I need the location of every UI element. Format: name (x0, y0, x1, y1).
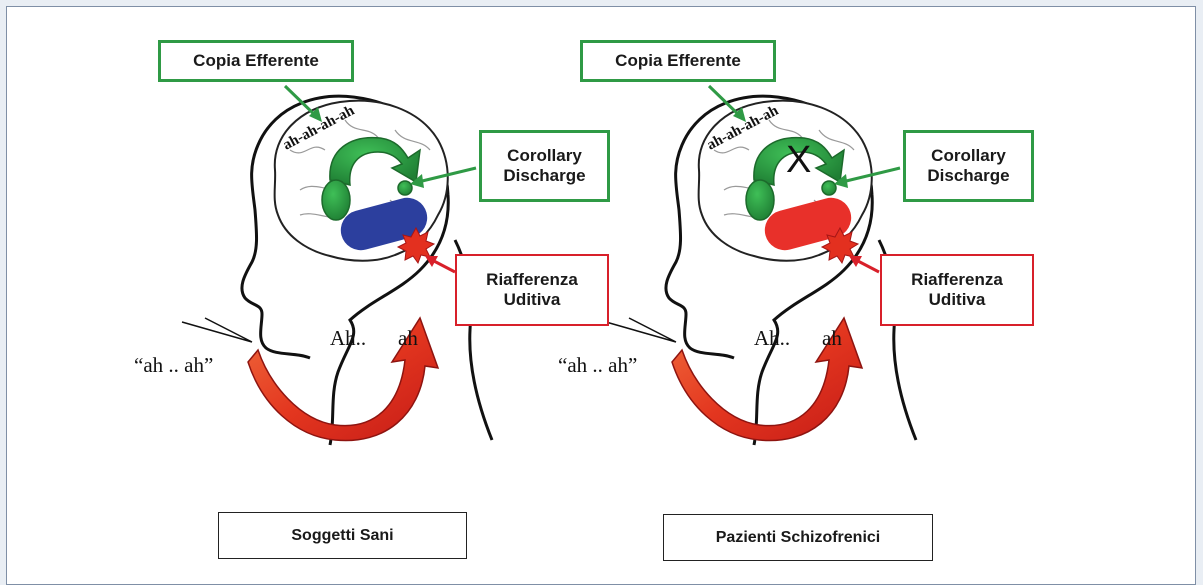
external-speech-text: “ah .. ah” (134, 353, 213, 377)
caption-schizophrenic-text: Pazienti Schizofrenici (716, 528, 880, 547)
panel-healthy: ah-ah-ah-ah “ah .. ah” Ah.. ah (134, 86, 492, 445)
corollary-node (822, 181, 836, 195)
caption-schizophrenic: Pazienti Schizofrenici (663, 514, 933, 561)
corollary-node (398, 181, 412, 195)
corollary-discharge-label: Corollary Discharge (479, 130, 610, 202)
panel-schizophrenic: ah-ah-ah-ah X “ah .. ah” Ah.. ah (558, 86, 916, 445)
reafference-text-line2-2: Uditiva (929, 290, 986, 310)
corollary-text-line2: Discharge (503, 166, 585, 186)
efference-copy-label: Copia Efferente (158, 40, 354, 82)
internal-speech-text-1: Ah.. (330, 326, 366, 350)
motor-cortex (322, 180, 350, 220)
auditory-reafference-label-2: Riafferenza Uditiva (880, 254, 1034, 326)
corollary-discharge-label-2: Corollary Discharge (903, 130, 1034, 202)
internal-speech-text-2: ah (398, 326, 418, 350)
efference-copy-label-2: Copia Efferente (580, 40, 776, 82)
corollary-text-line2-2: Discharge (927, 166, 1009, 186)
reafference-text-line2: Uditiva (504, 290, 561, 310)
auditory-reafference-label: Riafferenza Uditiva (455, 254, 609, 326)
corollary-text-line1: Corollary (507, 146, 582, 166)
external-speech-text: “ah .. ah” (558, 353, 637, 377)
internal-speech-text-2: ah (822, 326, 842, 350)
efference-copy-text-2: Copia Efferente (615, 51, 741, 71)
blocked-marker: X (786, 139, 811, 181)
sound-lines (606, 318, 676, 342)
reafference-text-line1-2: Riafferenza (911, 270, 1003, 290)
reafference-text-line1: Riafferenza (486, 270, 578, 290)
reafference-pointer (856, 260, 879, 272)
caption-healthy-text: Soggetti Sani (291, 526, 393, 545)
reafference-pointer (432, 260, 455, 272)
caption-healthy: Soggetti Sani (218, 512, 467, 559)
efference-copy-text: Copia Efferente (193, 51, 319, 71)
corollary-text-line1-2: Corollary (931, 146, 1006, 166)
internal-speech-text-1: Ah.. (754, 326, 790, 350)
motor-cortex (746, 180, 774, 220)
sound-lines (182, 318, 252, 342)
